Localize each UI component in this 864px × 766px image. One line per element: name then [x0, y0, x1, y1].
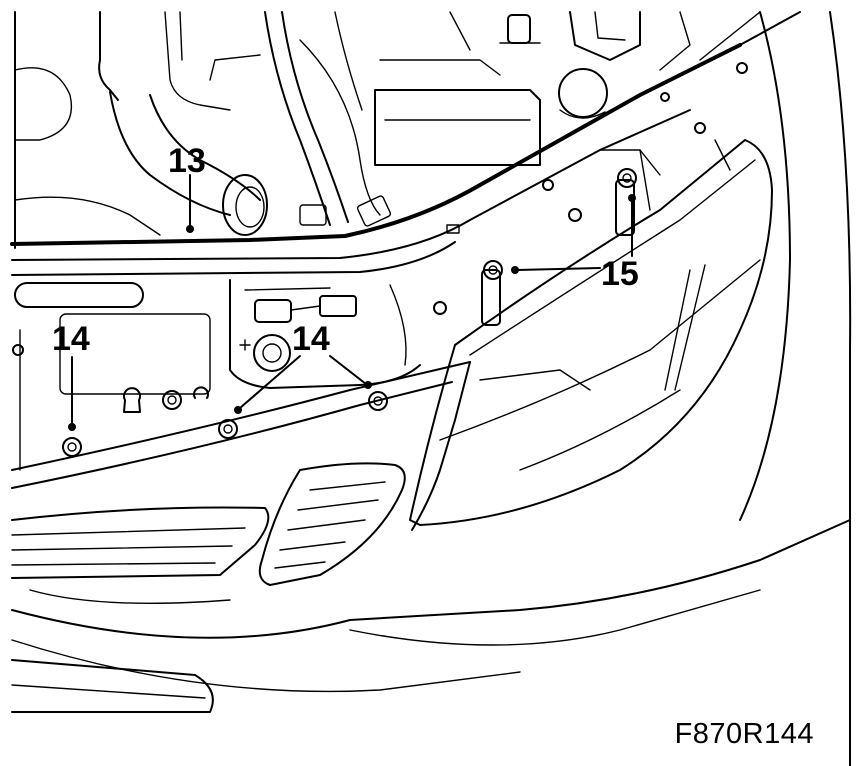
headlamp	[409, 139, 773, 526]
engine-bay	[14, 11, 691, 249]
fasteners	[62, 168, 637, 457]
figure-code: F870R144	[674, 718, 814, 750]
callout-15: 15	[601, 255, 639, 293]
fastener-14-left	[62, 437, 82, 457]
fastener-14-center-b	[368, 391, 388, 411]
fender	[660, 11, 852, 766]
fastener-15-right	[617, 168, 637, 188]
fastener-14-center-a	[218, 419, 238, 439]
callouts: 13 14 14 15	[52, 142, 639, 358]
bumper	[11, 361, 851, 713]
front-panel	[11, 109, 691, 471]
callout-14-left: 14	[52, 320, 90, 358]
callout-14-center: 14	[292, 320, 330, 358]
callout-13: 13	[168, 142, 206, 180]
leader-lines	[68, 174, 636, 431]
fastener-15-left	[483, 260, 503, 280]
hood-edge	[10, 11, 801, 246]
